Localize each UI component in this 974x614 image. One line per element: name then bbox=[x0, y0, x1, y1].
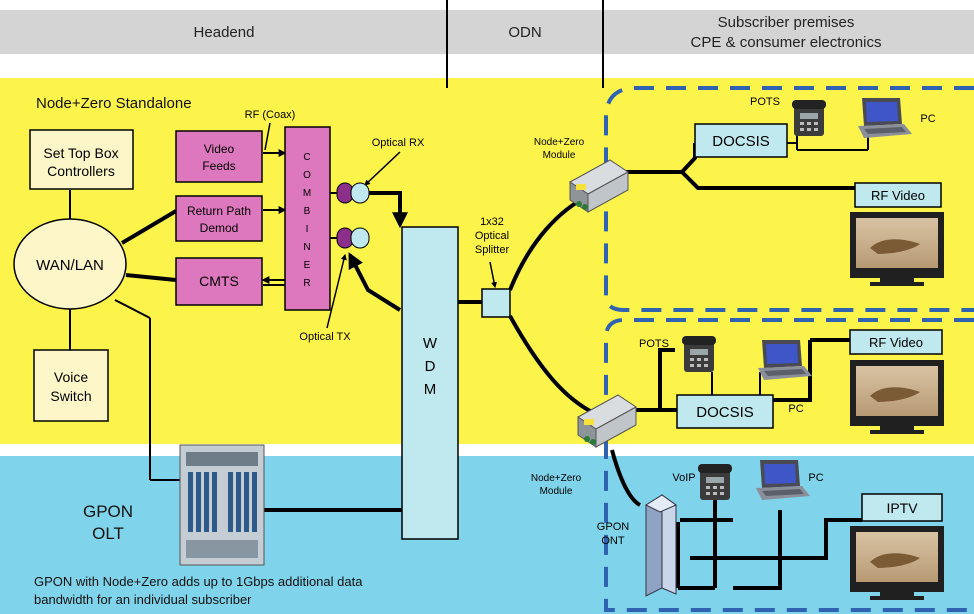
combiner-letter: C bbox=[303, 152, 310, 163]
docsis-top-label: DOCSIS bbox=[712, 133, 770, 150]
docsis-box-middle bbox=[676, 394, 774, 429]
docsis-middle-label: DOCSIS bbox=[696, 404, 754, 421]
phone-icon bbox=[698, 464, 732, 500]
docsis-box-top bbox=[694, 123, 788, 158]
cmts-label: CMTS bbox=[199, 273, 239, 289]
cmts-box: CMTS bbox=[175, 257, 263, 306]
optical-rx-label: Optical RX bbox=[372, 137, 425, 149]
voice-switch-box: Voice Switch bbox=[33, 349, 109, 422]
gpon-ont-line2: ONT bbox=[601, 535, 625, 547]
module-top-line1: Node+Zero bbox=[534, 137, 585, 148]
phone-icon bbox=[792, 100, 826, 136]
rf-video-box-middle bbox=[849, 329, 943, 355]
combiner-letter: I bbox=[306, 224, 309, 235]
wan-lan-label: WAN/LAN bbox=[36, 257, 104, 274]
header-odn: ODN bbox=[508, 24, 541, 41]
splitter-line2: Optical bbox=[475, 230, 509, 242]
module-bottom-line2: Module bbox=[540, 486, 573, 497]
video-line1: Video bbox=[204, 142, 235, 156]
tv-icon bbox=[850, 360, 944, 434]
combiner-letter: B bbox=[304, 206, 311, 217]
gpon-blue-region bbox=[0, 456, 974, 614]
rf-video-top-label: RF Video bbox=[871, 188, 925, 203]
combiner-letter: R bbox=[303, 278, 310, 289]
pc-middle-label: PC bbox=[788, 403, 803, 415]
video-feeds-box: Video Feeds bbox=[175, 130, 263, 183]
pots-middle-label: POTS bbox=[639, 338, 669, 350]
gpon-ont-line1: GPON bbox=[597, 521, 629, 533]
tv-icon bbox=[850, 526, 944, 600]
wdm-box: W D M bbox=[401, 226, 459, 540]
optical-splitter: 1x32 Optical Splitter bbox=[475, 216, 511, 318]
wdm-letter: M bbox=[424, 381, 437, 398]
rf-video-box-top bbox=[854, 182, 942, 208]
return-path-demod-box: Return Path Demod bbox=[175, 195, 263, 242]
wdm-letter: D bbox=[425, 358, 436, 375]
cpe-middle-group: RF Video POTS DOCSIS PC bbox=[639, 329, 944, 434]
iptv-label: IPTV bbox=[886, 500, 918, 516]
cpe-top-group: DOCSIS POTS PC RF Video bbox=[694, 96, 944, 286]
subscriber-dashed-frames bbox=[604, 86, 974, 612]
header-band: Headend ODN Subscriber premises CPE & co… bbox=[0, 0, 974, 88]
voip-label: VoIP bbox=[672, 472, 695, 484]
gpon-olt-line2: OLT bbox=[92, 524, 124, 543]
module-top-line2: Module bbox=[543, 150, 576, 161]
combiner-letter: O bbox=[303, 170, 311, 181]
optical-tx-label: Optical TX bbox=[299, 331, 351, 343]
optical-tx bbox=[336, 227, 370, 249]
header-subscriber-line2: CPE & consumer electronics bbox=[691, 34, 882, 51]
rf-coax-label: RF (Coax) bbox=[245, 109, 296, 121]
iptv-box bbox=[861, 493, 943, 522]
pots-top-label: POTS bbox=[750, 96, 780, 108]
phone-icon bbox=[682, 336, 716, 372]
combiner-letter: M bbox=[303, 188, 311, 199]
video-line2: Feeds bbox=[202, 159, 235, 173]
gpon-olt-chassis bbox=[179, 444, 265, 566]
wdm-letter: W bbox=[423, 335, 438, 352]
header-subscriber-line1: Subscriber premises bbox=[718, 14, 855, 31]
splitter-line1: 1x32 bbox=[480, 216, 504, 228]
stb-controllers-box: Set Top Box Controllers bbox=[29, 129, 134, 190]
return-line2: Demod bbox=[200, 221, 239, 235]
pc-bottom-label: PC bbox=[808, 472, 823, 484]
combiner-letter: E bbox=[304, 260, 311, 271]
gpon-olt-line1: GPON bbox=[83, 502, 133, 521]
tv-icon bbox=[850, 212, 944, 286]
cpe-bottom-group: GPON ONT VoIP PC IPTV bbox=[597, 460, 944, 600]
pc-top-label: PC bbox=[920, 113, 935, 125]
headend-yellow-region bbox=[0, 78, 974, 444]
stb-line2: Controllers bbox=[47, 163, 115, 179]
wan-lan-node: WAN/LAN bbox=[13, 218, 127, 310]
splitter-line3: Splitter bbox=[475, 244, 510, 256]
combiner-letter: N bbox=[303, 242, 310, 253]
combiner-box: C O M B I N E R bbox=[284, 126, 331, 311]
stb-line1: Set Top Box bbox=[43, 145, 118, 161]
return-line1: Return Path bbox=[187, 204, 251, 218]
module-bottom-line1: Node+Zero bbox=[531, 473, 582, 484]
voice-line2: Switch bbox=[50, 388, 91, 404]
header-headend: Headend bbox=[194, 24, 255, 41]
optical-rx bbox=[336, 182, 370, 204]
gpon-ont-device bbox=[644, 494, 678, 597]
rf-video-middle-label: RF Video bbox=[869, 335, 923, 350]
region-title: Node+Zero Standalone bbox=[36, 95, 192, 112]
footer-line2: bandwidth for an individual subscriber bbox=[34, 592, 252, 607]
footer-line1: GPON with Node+Zero adds up to 1Gbps add… bbox=[34, 574, 363, 589]
voice-line1: Voice bbox=[54, 369, 88, 385]
